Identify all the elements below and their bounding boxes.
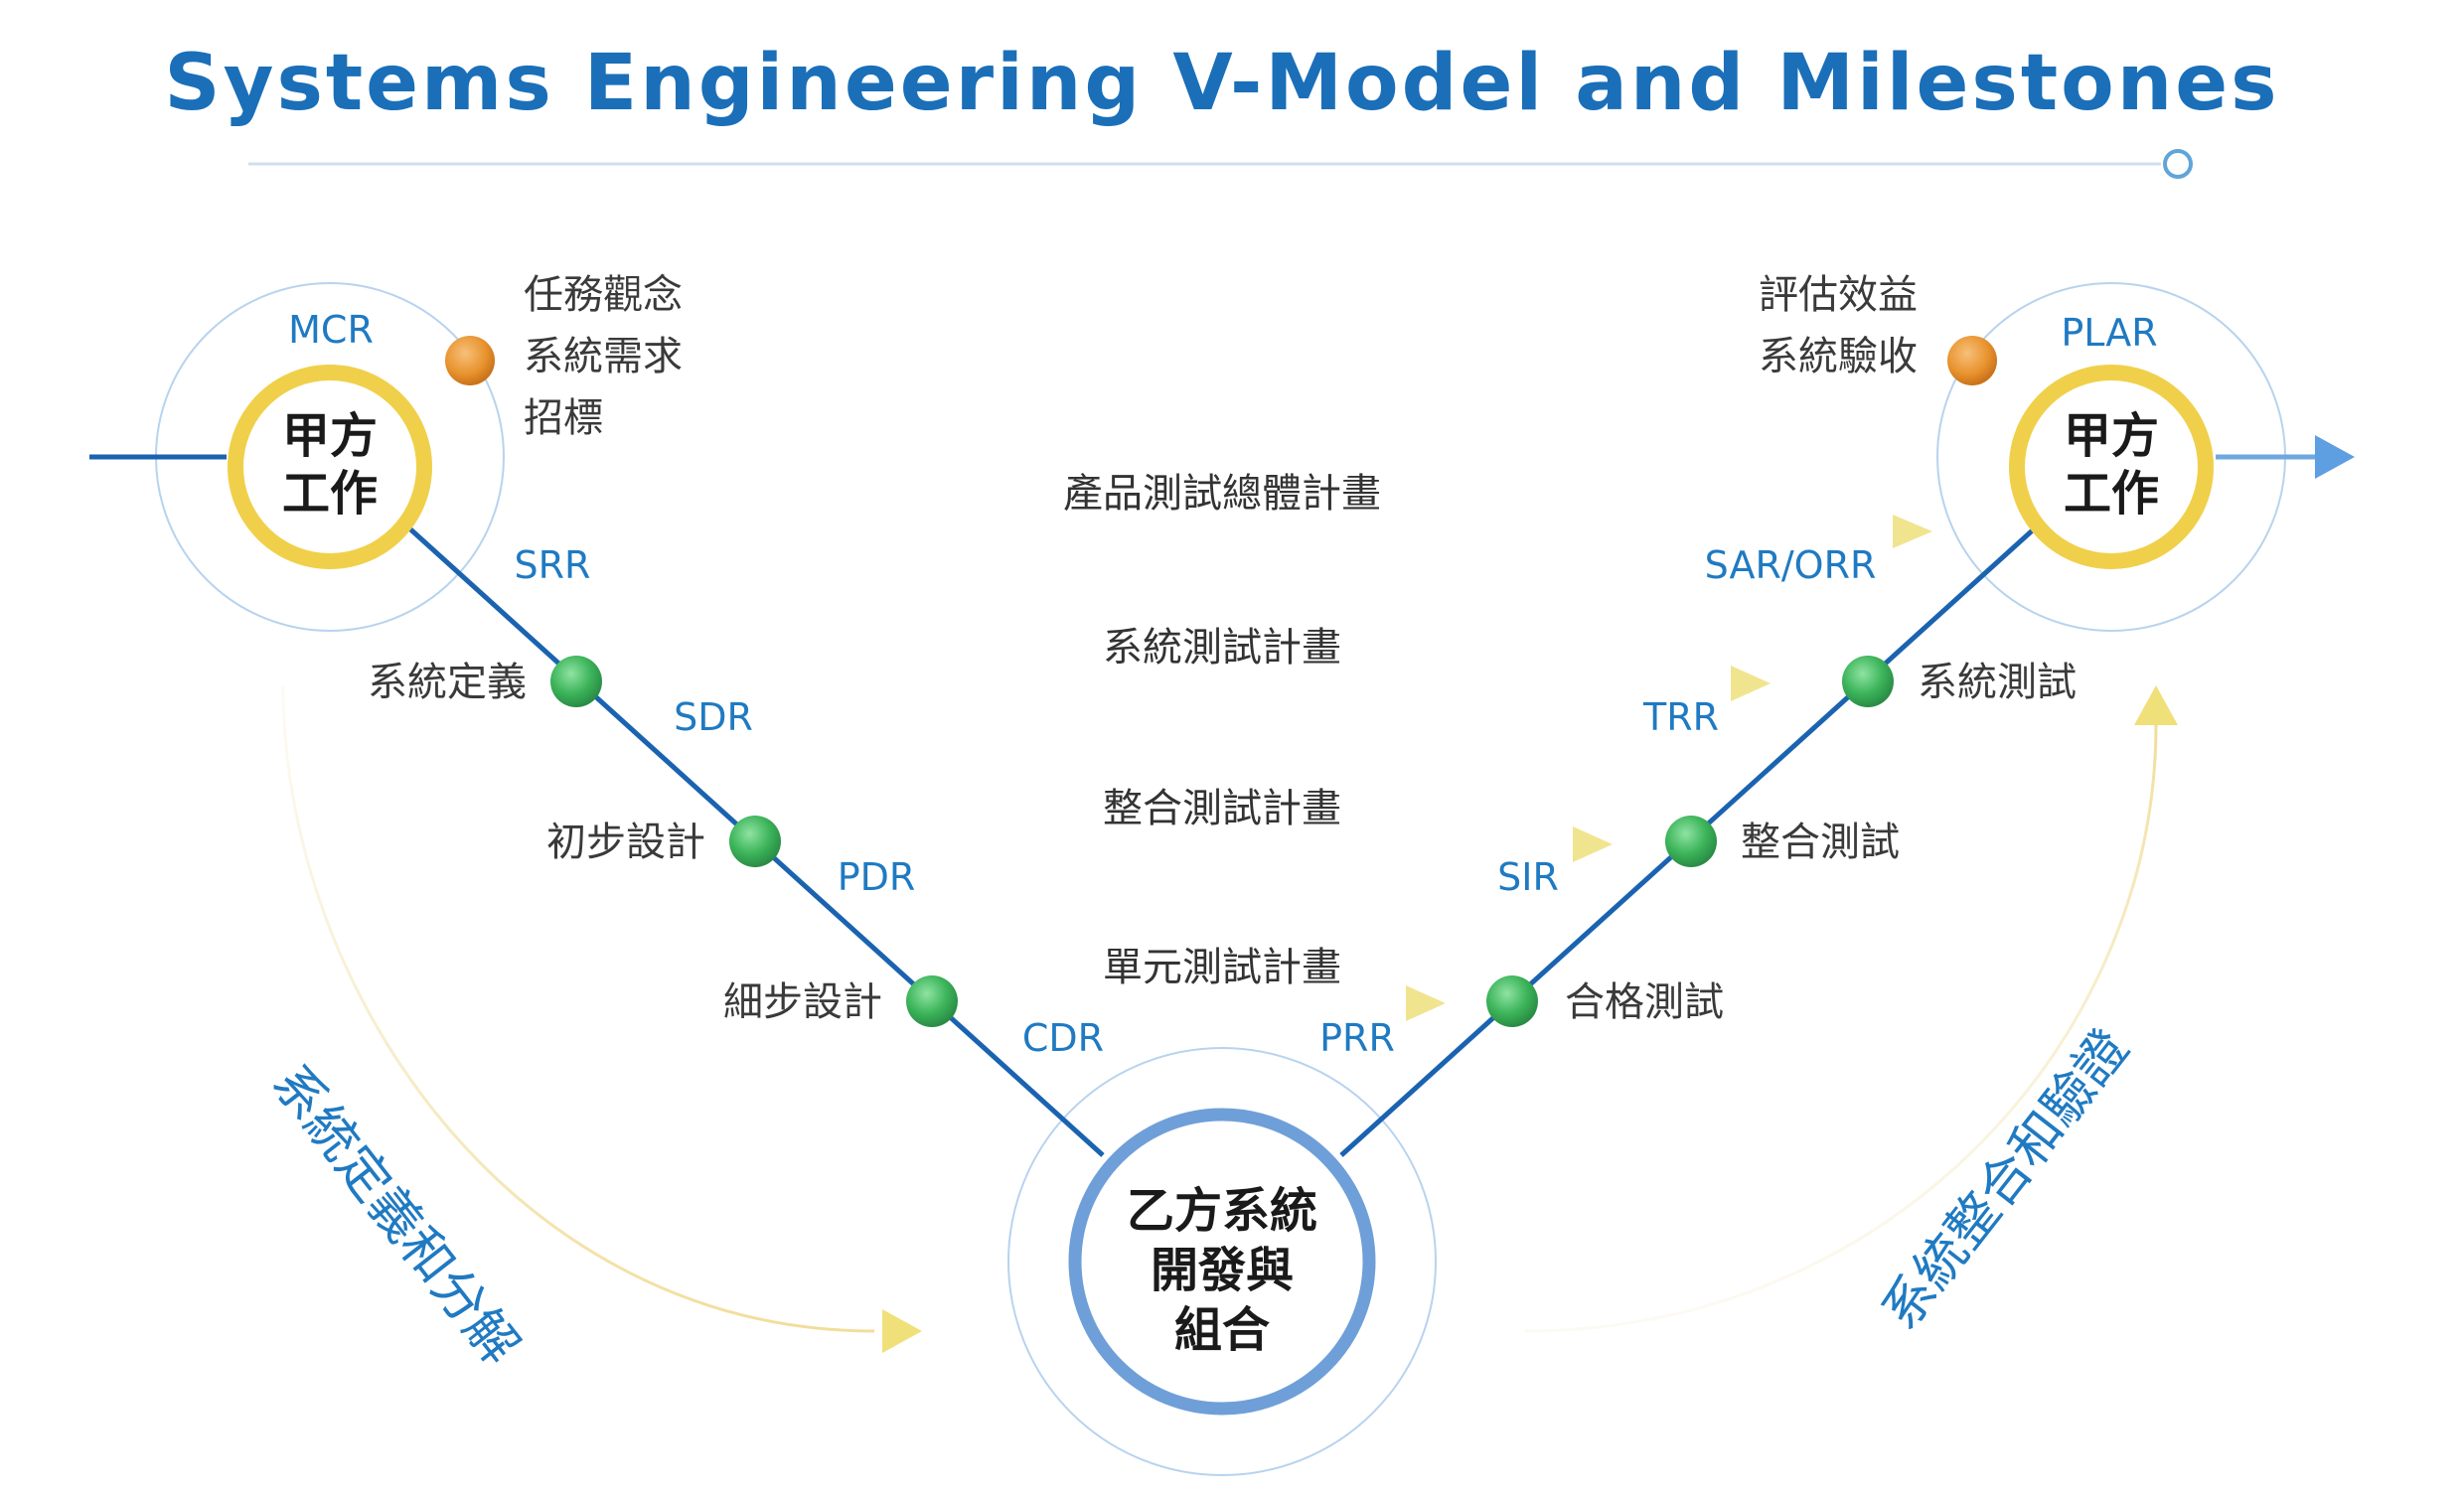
bottom-hub-ring [1068,1108,1376,1416]
plan-label-system: 系統測試計畫 [1103,625,1341,671]
flow-arrow-icon [1731,666,1771,701]
right-flow-arc [1524,724,2158,1333]
left-hub-ring [228,365,432,569]
milestone-prr: PRR [1319,1016,1395,1060]
node-system-test [1842,656,1894,707]
node-integration-test [1665,816,1717,867]
bottom-hub-line1: 乙方系統 [1127,1183,1317,1239]
milestone-dot-icon [445,336,495,385]
node-label: 合格測試 [1565,979,1724,1025]
node-label: 整合測試 [1741,820,1900,865]
flow-arrow-icon [2315,435,2355,479]
milestone-cdr: CDR [1022,1016,1104,1060]
right-hub-note: 評估效益 [1759,272,1918,318]
left-hub-note: 系統需求 [524,334,683,379]
side-label-integration: 系統整合和驗證 [1871,1019,2140,1341]
right-hub-center-line2: 工作 [2064,466,2159,522]
milestone-pdr: PDR [838,855,916,899]
flow-arrow-icon [882,1309,922,1353]
right-hub-center-line1: 甲方 [2064,408,2159,464]
plan-label-integration: 整合測試計畫 [1103,786,1341,831]
milestone-plar: PLAR [2061,311,2157,355]
node-label: 細步設計 [723,979,882,1025]
bottom-hub-line3: 組合 [1174,1302,1270,1358]
page-title: Systems Engineering V-Model and Mileston… [164,39,2279,128]
milestone-sar-orr: SAR/ORR [1705,543,1877,587]
plan-label-product: 產品測試總體計畫 [1063,471,1381,517]
milestone-dot-icon [1947,336,1997,385]
milestone-sir: SIR [1497,855,1559,899]
milestone-sdr: SDR [674,695,753,739]
left-hub-note: 招標 [524,395,603,441]
plan-label-unit: 單元測試計畫 [1103,945,1341,990]
right-hub-note: 系統驗收 [1759,334,1918,379]
title-underline-end [2163,149,2193,179]
node-detailed-design [906,975,958,1027]
left-flow-arc [281,684,875,1333]
right-hub-ring [2009,365,2214,569]
side-label-decomposition: 系統定義和分解 [260,1054,530,1376]
bottom-hub-outer-circle [1007,1047,1437,1476]
left-hub-center-line1: 甲方 [282,408,378,464]
node-qualification-test [1486,975,1538,1027]
left-hub-center-line2: 工作 [282,466,378,522]
node-system-definition [550,656,602,707]
milestone-trr: TRR [1642,695,1719,739]
bottom-hub-line2: 開發與 [1151,1243,1294,1298]
node-label: 系統定義 [368,660,527,705]
milestone-mcr: MCR [288,308,374,352]
node-label: 初步設計 [546,820,705,865]
flow-arrow-icon [2134,685,2178,725]
flow-arrow-icon [1406,985,1446,1021]
milestone-srr: SRR [515,543,591,587]
flow-arrow-icon [1573,826,1613,862]
node-preliminary-design [729,816,781,867]
flow-arrow-icon [1893,515,1932,548]
node-label: 系統測試 [1918,660,2077,705]
left-hub-note: 任務觀念 [524,272,683,318]
